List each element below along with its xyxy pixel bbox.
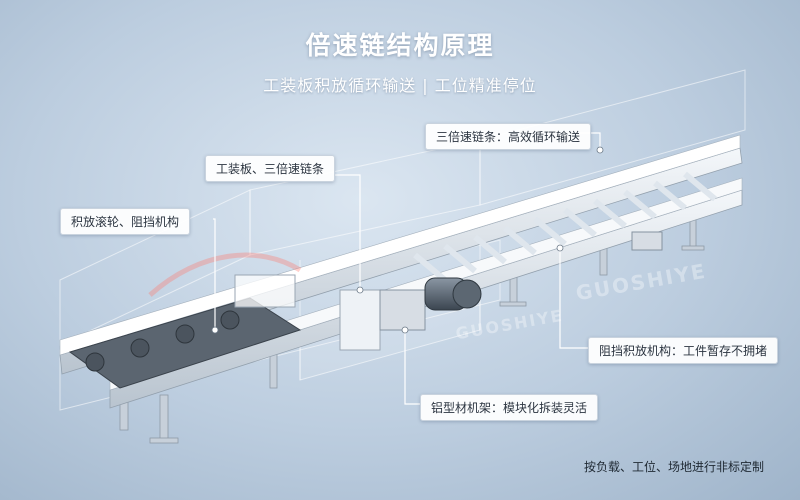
callout-pallet: 工装板、三倍速链条 — [205, 155, 336, 182]
chain-rollers — [413, 171, 717, 283]
page-title: 倍速链结构原理 — [305, 31, 495, 60]
callout-frame: 铝型材机架：模块化拆装灵活 — [420, 394, 599, 421]
drive-unit — [339, 231, 663, 351]
callout-accumulation-rollers: 积放滚轮、阻挡机构 — [60, 208, 191, 235]
footer-note: 按负载、工位、场地进行非标定制 — [583, 460, 764, 474]
leader-dots — [211, 146, 604, 334]
brand-swoosh — [148, 252, 302, 297]
leader-lines — [213, 132, 601, 405]
page-subtitle: 工装板积放循环输送 | 工位精准停位 — [263, 76, 537, 95]
pallet-section — [68, 274, 302, 389]
callout-stopper: 阻挡积放机构：工件暂存不拥堵 — [588, 337, 779, 364]
callout-drive-chain: 三倍速链条：高效循环输送 — [425, 123, 592, 150]
